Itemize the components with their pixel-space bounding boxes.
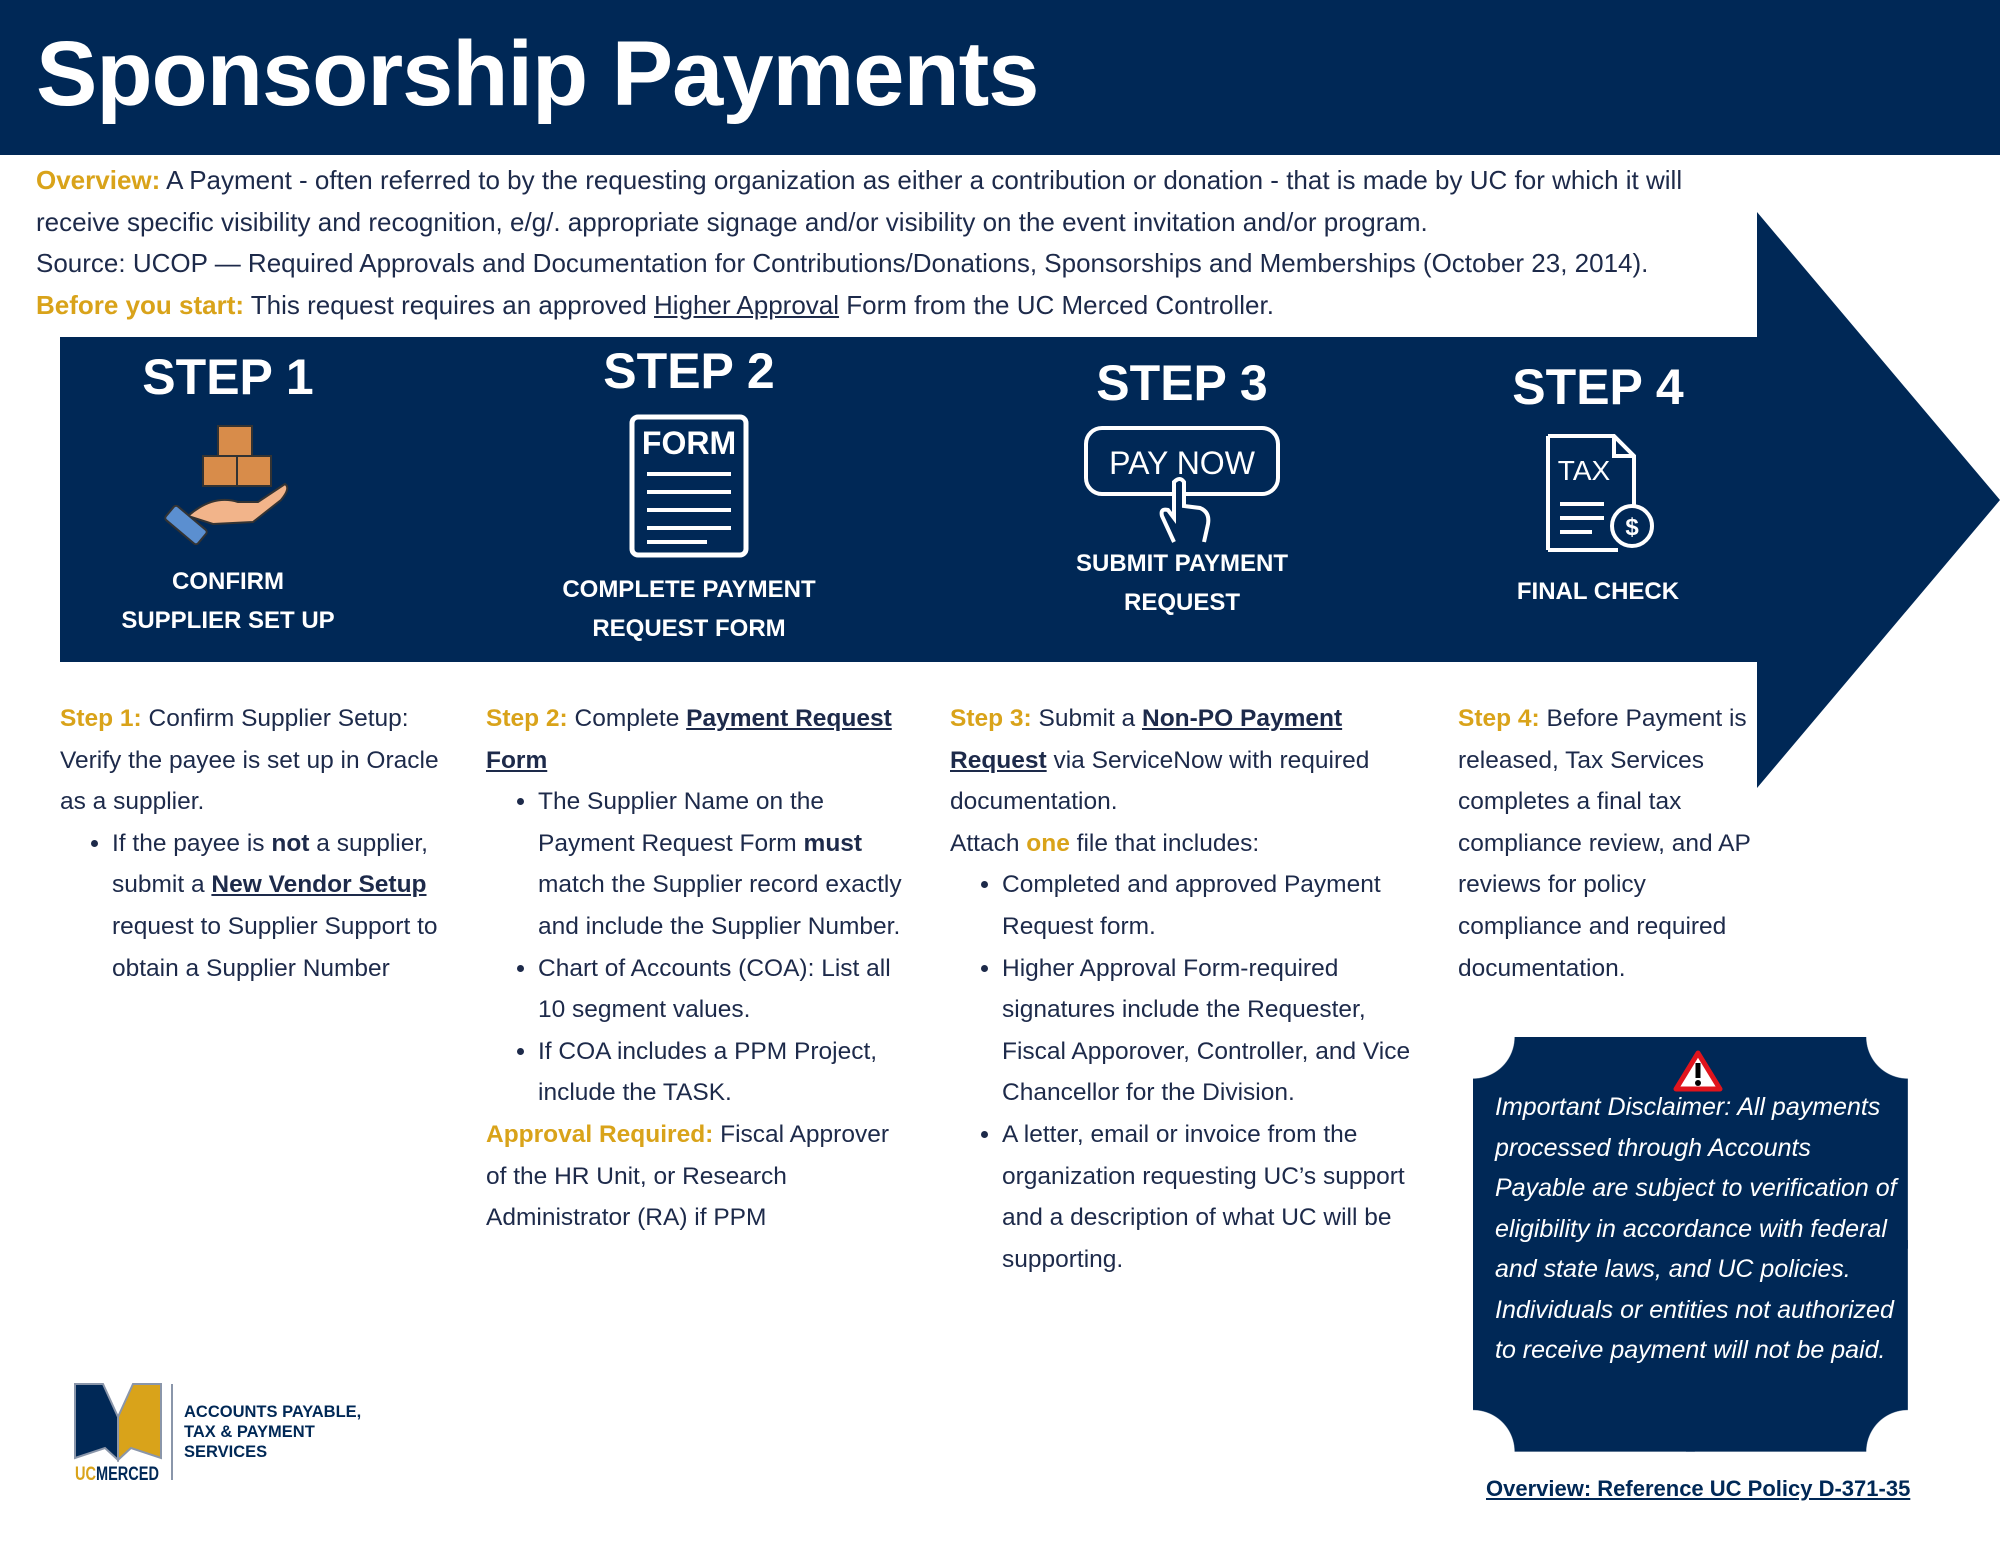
policy-reference-link[interactable]: Overview: Reference UC Policy D-371-35 — [1486, 1476, 1911, 1501]
approval-label: Approval Required: — [486, 1120, 714, 1148]
step-label: SUPPLIER SET UP — [121, 607, 335, 634]
step-4: STEP 4 TAX $ FINAL CHECK — [1408, 358, 1788, 611]
logo-divider — [171, 1384, 173, 1480]
svg-text:$: $ — [1625, 514, 1639, 541]
list-item: If COA includes a PPM Project, include t… — [538, 1031, 906, 1114]
list-item: The Supplier Name on the Payment Request… — [538, 781, 906, 947]
step-label: SUBMIT PAYMENT — [1075, 550, 1288, 577]
warning-icon — [1673, 1050, 1723, 1092]
svg-text:TAX: TAX — [1558, 455, 1611, 486]
step-1: STEP 1 CONFIRM SUPPLIER SET UP — [38, 348, 418, 640]
step-2: STEP 2 FORM COMPLETE PAYMENT REQUEST FOR… — [499, 342, 879, 648]
arrow-head — [1757, 212, 2000, 788]
before-text-end: Form from the UC Merced Controller. — [839, 289, 1274, 320]
step-1-text: Confirm Supplier Setup: Verify the payee… — [60, 705, 439, 816]
steps-arrow-band — [60, 337, 1760, 662]
approval-text: Fiscal Approver of the HR Unit, or Resea… — [486, 1120, 889, 1232]
header-banner: Sponsorship Payments — [0, 0, 2000, 155]
tax-document-icon: TAX $ — [1546, 434, 1654, 552]
list-item: A letter, email or invoice from the orga… — [1002, 1114, 1420, 1280]
step-4-text: Before Payment is released, Tax Services… — [1458, 705, 1751, 982]
step-title: STEP 3 — [1096, 355, 1268, 411]
step-2-text: Complete — [567, 705, 687, 732]
attach-text: Attach one file that includes: — [950, 829, 1260, 857]
form-icon: FORM — [629, 414, 749, 558]
step-title: STEP 4 — [1512, 359, 1684, 415]
overview-label: Overview: — [36, 165, 161, 195]
step-3: STEP 3 PAY NOW SUBMIT PAYMENT REQUEST — [992, 354, 1372, 622]
before-text: This request requires an approved — [244, 289, 655, 320]
list-item: Completed and approved Payment Request f… — [1002, 864, 1420, 947]
step-3-label: Step 3: — [950, 705, 1032, 732]
list-item: If the payee is not a supplier, submit a… — [112, 823, 460, 989]
step-3-details: Step 3: Submit a Non-PO Payment Request … — [950, 698, 1420, 1280]
disclaimer-box: Important Disclaimer: All payments proce… — [1473, 1037, 1908, 1452]
overview-section: Overview: A Payment - often referred to … — [36, 160, 1756, 326]
non-po-payment-request-link[interactable]: Non-PO Payment Request — [950, 705, 1343, 774]
step-title: STEP 1 — [142, 349, 314, 405]
step-title: STEP 2 — [603, 343, 775, 399]
payment-request-form-link[interactable]: Payment Request Form — [486, 705, 892, 774]
step-label: REQUEST FORM — [592, 615, 786, 642]
svg-text:UCMERCED: UCMERCED — [75, 1464, 159, 1482]
svg-text:FORM: FORM — [642, 425, 736, 461]
step-4-label: Step 4: — [1458, 705, 1540, 732]
overview-source: Source: UCOP — Required Approvals and Do… — [36, 248, 1649, 279]
step-1-label: Step 1: — [60, 705, 142, 732]
step-2-details: Step 2: Complete Payment Request Form Th… — [486, 698, 906, 1239]
list-item: Higher Approval Form-required signatures… — [1002, 948, 1420, 1114]
step-1-details: Step 1: Confirm Supplier Setup: Verify t… — [60, 698, 460, 989]
higher-approval-link[interactable]: Higher Approval — [654, 289, 840, 320]
step-label: COMPLETE PAYMENT — [562, 576, 816, 603]
step-4-details: Step 4: Before Payment is released, Tax … — [1458, 698, 1758, 989]
overview-text: A Payment - often referred to by the req… — [36, 165, 1683, 237]
before-label: Before you start: — [36, 289, 245, 320]
step-label: REQUEST — [1123, 589, 1240, 616]
hand-boxes-icon — [164, 425, 289, 546]
step-label: CONFIRM — [172, 568, 284, 595]
list-item: Chart of Accounts (COA): List all 10 seg… — [538, 948, 906, 1031]
new-vendor-setup-link[interactable]: New Vendor Setup — [211, 871, 427, 899]
pay-now-icon: PAY NOW — [1084, 426, 1280, 543]
step-label: FINAL CHECK — [1516, 578, 1680, 605]
uc-merced-logo: UCMERCED — [74, 1383, 162, 1482]
disclaimer-text: Important Disclaimer: All payments proce… — [1495, 1093, 1897, 1364]
step-2-label: Step 2: — [486, 705, 568, 732]
page-title: Sponsorship Payments — [36, 23, 1039, 125]
svg-text:PAY NOW: PAY NOW — [1109, 445, 1256, 481]
